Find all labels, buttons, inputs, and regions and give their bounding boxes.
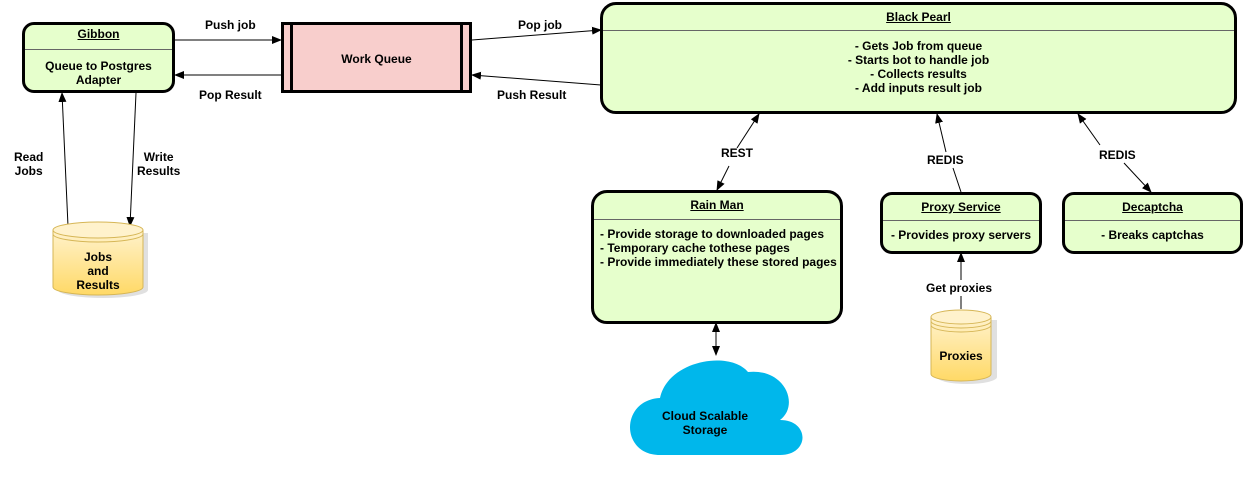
edge-push-result — [471, 71, 602, 86]
decaptcha-title: Decaptcha — [1122, 200, 1183, 214]
jobs-database-cylinder — [52, 221, 148, 298]
gibbon-description: Queue to Postgres Adapter — [25, 59, 172, 87]
write-results-line: Write — [143, 150, 174, 164]
cloud-storage-label: Cloud Scalable Storage — [640, 409, 770, 437]
redis-decaptcha-label: REDIS — [1099, 148, 1136, 162]
read-jobs-line: Jobs — [14, 164, 43, 178]
cloud-line: Cloud Scalable — [661, 409, 749, 423]
jobs-db-line: and — [87, 264, 109, 278]
queue-right-bar — [460, 25, 463, 90]
cloud-shape — [630, 360, 803, 455]
black-pearl-description: - Gets Job from queue - Starts bot to ha… — [603, 39, 1234, 95]
rest-label: REST — [721, 146, 754, 160]
decaptcha-line: - Breaks captchas — [1101, 228, 1204, 242]
edge-rest — [736, 113, 760, 149]
edge-redis-decaptcha-down — [1123, 162, 1152, 193]
black-pearl-divider — [603, 30, 1234, 31]
edge-redis-decaptcha — [1077, 113, 1101, 146]
proxy-service-description: - Provides proxy servers — [883, 228, 1039, 242]
edge-redis-proxy — [935, 113, 947, 153]
queue-left-bar — [290, 25, 293, 90]
get-proxies-label: Get proxies — [926, 281, 993, 295]
decaptcha-node: Decaptcha - Breaks captchas — [1062, 192, 1243, 254]
push-job-label: Push job — [205, 18, 256, 32]
rain-man-line: - Temporary cache tothese pages — [600, 241, 790, 255]
work-queue-node: Work Queue — [281, 22, 472, 93]
work-queue-label: Work Queue — [341, 52, 412, 66]
edge-pop-job — [471, 26, 602, 41]
rain-man-line: - Provide storage to downloaded pages — [600, 227, 825, 241]
edge-redis-proxy-lower — [952, 167, 962, 193]
rain-man-title: Rain Man — [690, 198, 744, 212]
gibbon-title: Gibbon — [77, 27, 120, 41]
edge-write-results — [126, 92, 137, 227]
push-result-label: Push Result — [497, 88, 567, 102]
decaptcha-divider — [1065, 220, 1240, 221]
proxies-database-cylinder — [930, 309, 997, 384]
proxy-service-line: - Provides proxy servers — [890, 228, 1032, 242]
black-pearl-line: - Starts bot to handle job — [847, 53, 990, 67]
read-jobs-line: Read — [14, 150, 44, 164]
jobs-database-label: Jobs and Results — [53, 250, 143, 292]
redis-proxy-label: REDIS — [927, 153, 964, 167]
black-pearl-title: Black Pearl — [886, 10, 951, 24]
pop-job-label: Pop job — [518, 18, 562, 32]
proxy-service-node: Proxy Service - Provides proxy servers — [880, 192, 1042, 254]
proxy-service-divider — [883, 220, 1039, 221]
black-pearl-line: - Add inputs result job — [855, 81, 982, 95]
edge-rest-down — [716, 165, 730, 191]
gibbon-node: Gibbon Queue to Postgres Adapter — [22, 22, 175, 93]
write-results-line: Results — [137, 164, 181, 178]
black-pearl-node: Black Pearl - Gets Job from queue - Star… — [600, 2, 1237, 114]
gibbon-divider — [25, 49, 172, 50]
proxy-service-title: Proxy Service — [921, 200, 1001, 214]
decaptcha-description: - Breaks captchas — [1065, 228, 1240, 242]
cloud-line: Storage — [682, 423, 728, 437]
black-pearl-line: - Collects results — [870, 67, 967, 81]
pop-result-label: Pop Result — [199, 88, 262, 102]
proxies-database-label: Proxies — [939, 349, 983, 363]
black-pearl-line: - Gets Job from queue — [854, 39, 983, 53]
rain-man-divider — [594, 219, 840, 220]
jobs-db-line: Jobs — [83, 250, 112, 264]
read-jobs-label: Read Jobs — [14, 150, 43, 178]
rain-man-line: - Provide immediately these stored pages — [600, 255, 837, 269]
gibbon-line: Adapter — [75, 73, 122, 87]
write-results-label: Write Results — [137, 150, 180, 178]
rain-man-node: Rain Man - Provide storage to downloaded… — [591, 190, 843, 324]
gibbon-line: Queue to Postgres — [45, 59, 152, 73]
edge-read-jobs — [58, 92, 69, 227]
jobs-db-line: Results — [76, 278, 120, 292]
rain-man-description: - Provide storage to downloaded pages - … — [594, 227, 840, 269]
